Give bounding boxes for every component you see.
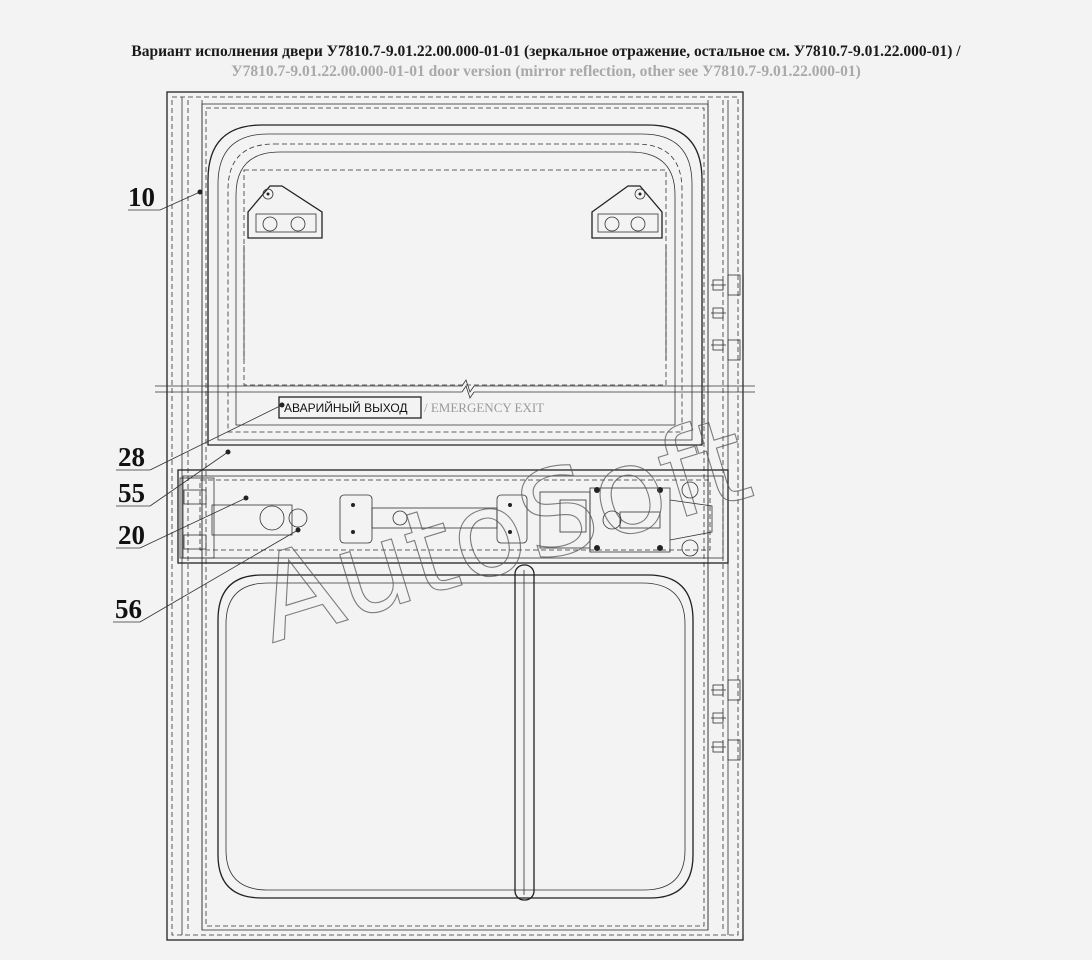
- lower-panel: [217, 564, 694, 901]
- window-bracket-right: [591, 185, 663, 239]
- title-russian: Вариант исполнения двери У7810.7-9.01.22…: [131, 43, 961, 60]
- sign-label-ru: АВАРИЙНЫЙ ВЫХОД: [284, 400, 408, 415]
- hinges-upper: [711, 274, 741, 361]
- emergency-exit-sign: АВАРИЙНЫЙ ВЫХОД / EMERGENCY EXIT: [278, 396, 544, 419]
- lock-mechanism: [177, 469, 729, 564]
- break-line: [155, 379, 755, 399]
- callout-20: 20: [118, 520, 145, 550]
- callout-28: 28: [118, 442, 145, 472]
- title-block: Вариант исполнения двери У7810.7-9.01.22…: [0, 42, 1092, 82]
- window-bracket-left: [247, 185, 323, 239]
- callout-56: 56: [115, 594, 142, 624]
- hinges-lower: [711, 679, 741, 761]
- callout-55: 55: [118, 478, 145, 508]
- upper-window: [207, 124, 703, 446]
- callout-10: 10: [128, 182, 155, 212]
- title-english: У7810.7-9.01.22.00.000-01-01 door versio…: [231, 63, 861, 80]
- sign-label-en: / EMERGENCY EXIT: [424, 400, 544, 415]
- callout-leaders: [113, 189, 301, 623]
